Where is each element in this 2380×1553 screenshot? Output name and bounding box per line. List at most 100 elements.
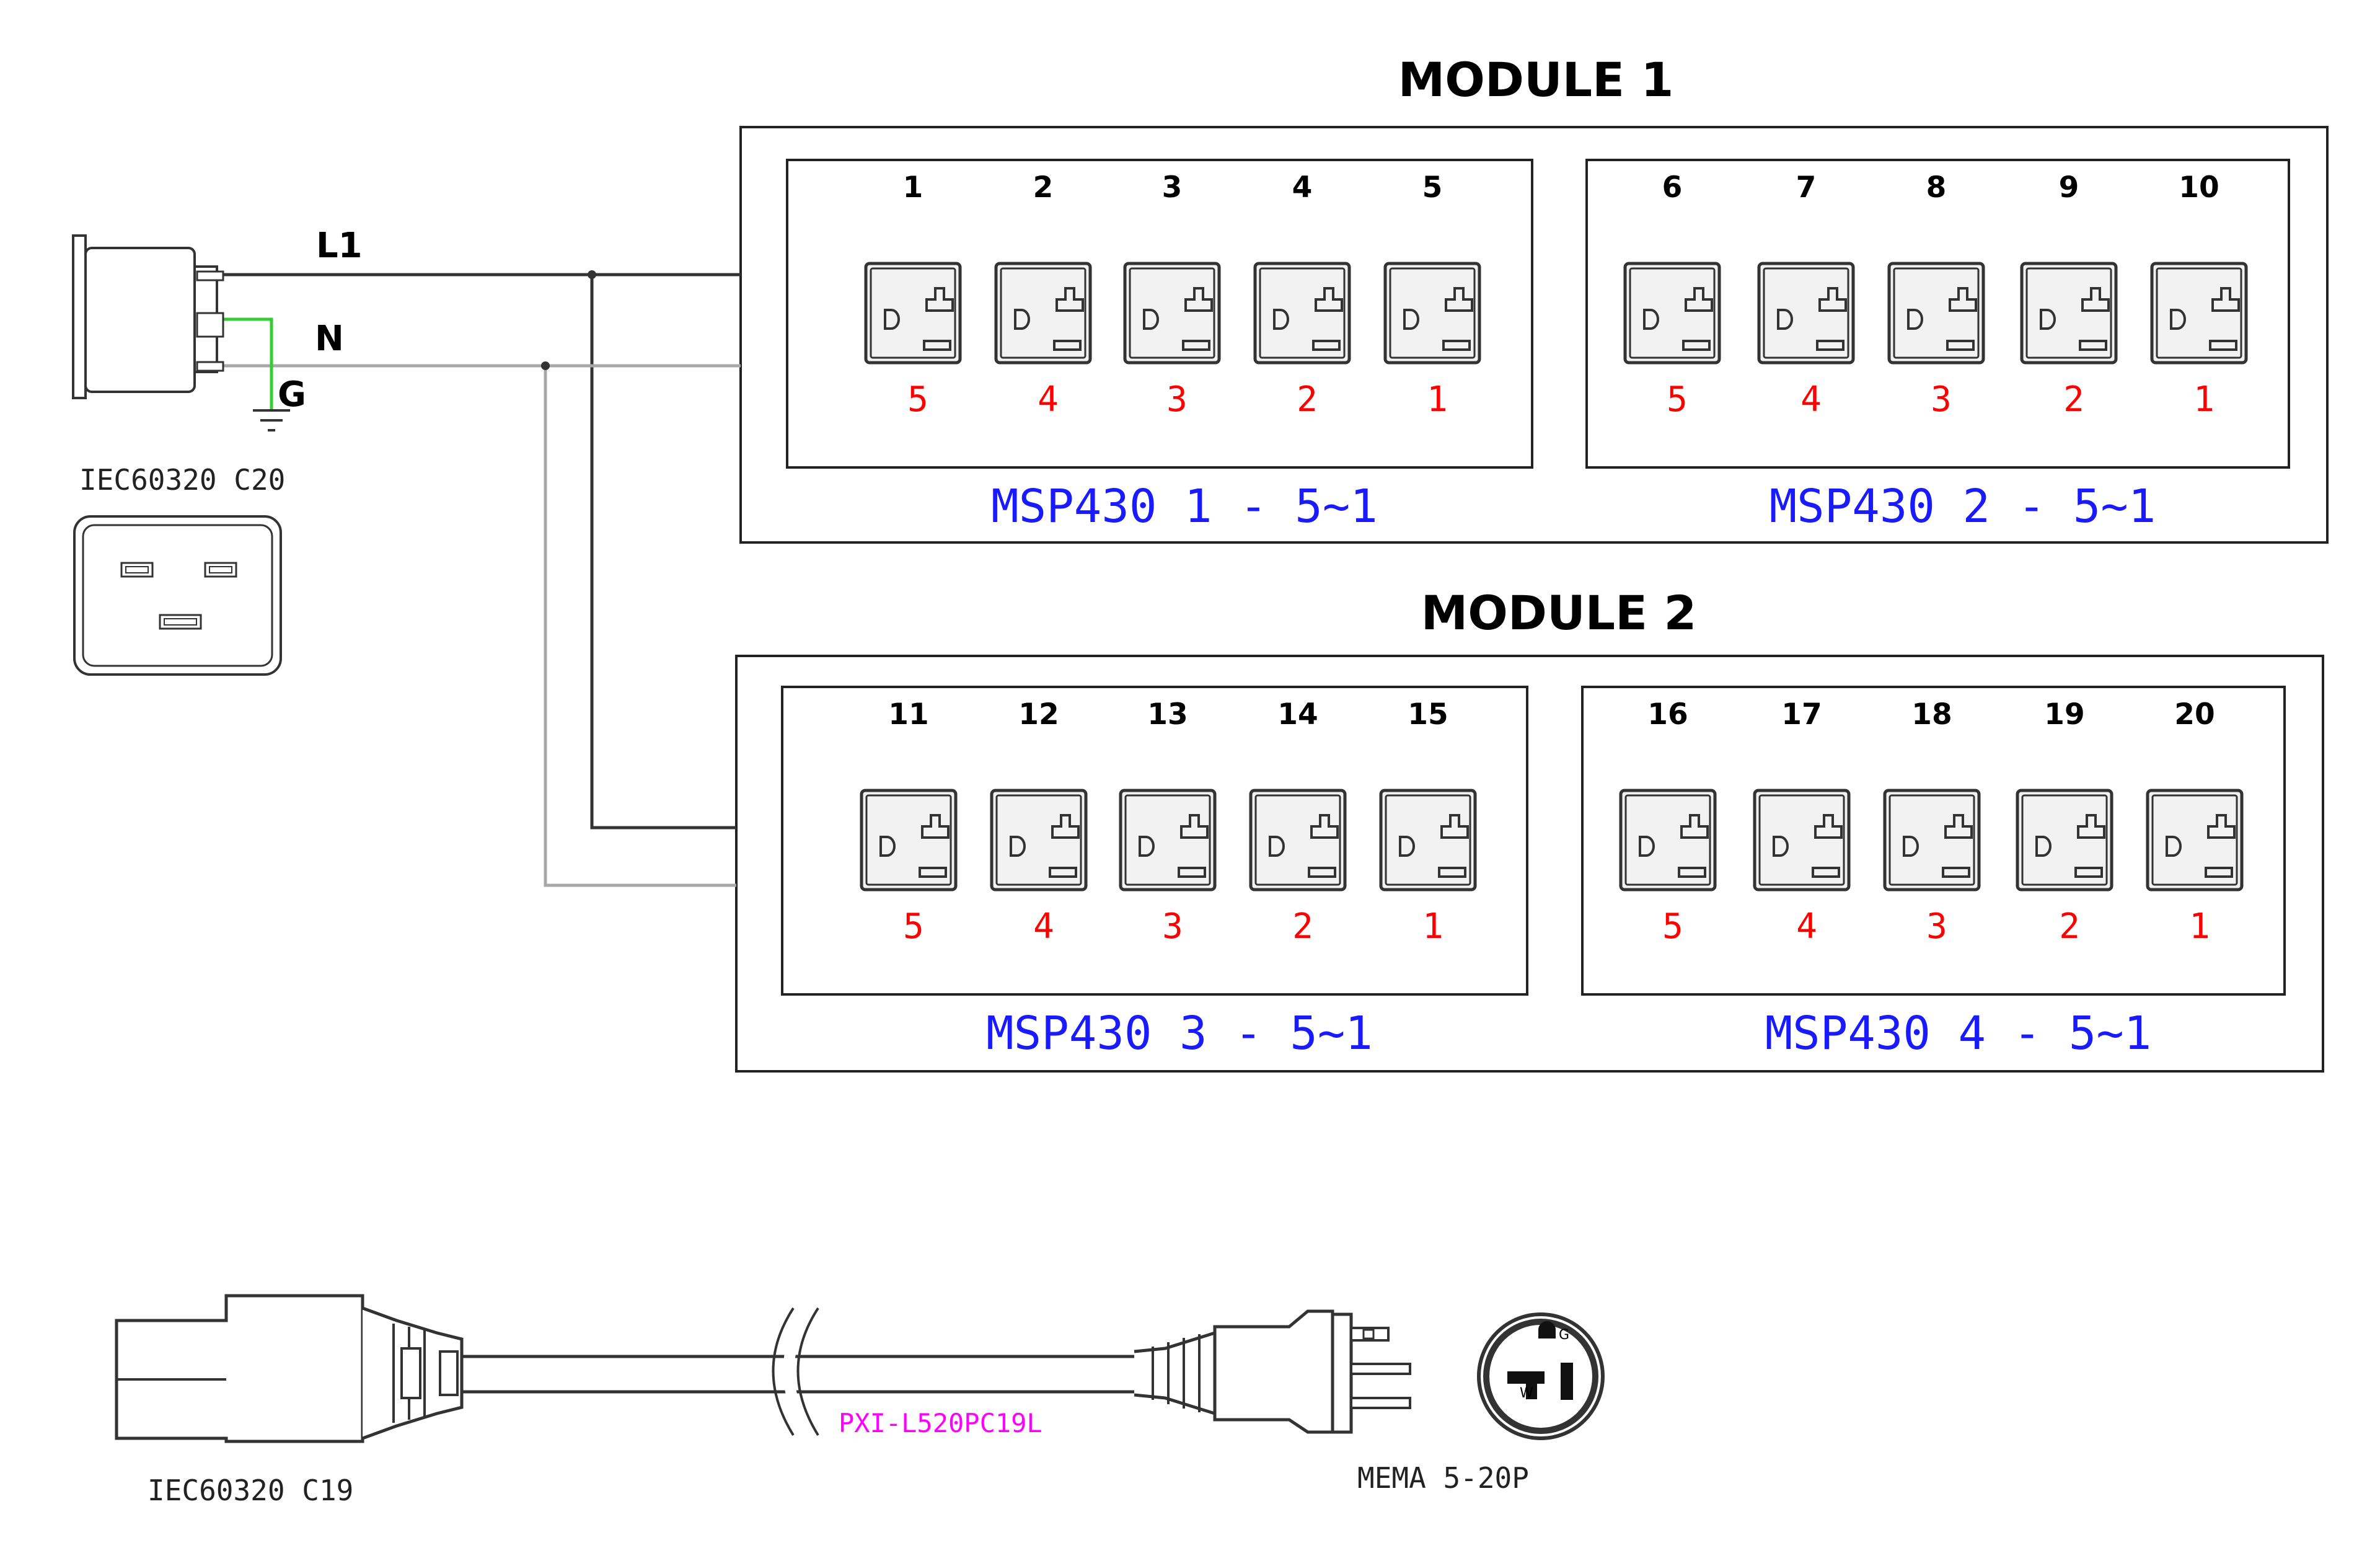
line-junction-dot — [588, 270, 596, 279]
power-wiring: L1 N G — [223, 226, 741, 887]
nema-5-20r-icon — [1619, 789, 1717, 892]
outlet-4: 42 — [1253, 170, 1351, 420]
outlet-5: 51 — [1383, 170, 1481, 420]
outlet-number: 20 — [2174, 697, 2215, 732]
nema-5-20r-icon — [994, 262, 1092, 365]
power-cord-drawing — [115, 1294, 1605, 1443]
inlet-label: IEC60320 C20 — [79, 463, 285, 497]
outlet-group-frame — [1581, 686, 2286, 996]
module-2-frame — [735, 655, 2324, 1073]
outlet-12: 124 — [990, 697, 1088, 947]
outlet-number: 15 — [1408, 697, 1448, 732]
outlet-3: 33 — [1123, 170, 1221, 420]
outlet-position-number: 5 — [1667, 379, 1688, 420]
outlet-10: 101 — [2150, 170, 2248, 420]
wire-label-n: N — [315, 319, 344, 359]
outlet-position-number: 3 — [1931, 379, 1952, 420]
nema-5-20r-icon — [1123, 262, 1221, 365]
outlet-position-number: 1 — [2189, 906, 2210, 947]
outlet-18: 18 3 — [1883, 697, 1981, 947]
ground-wire-g — [223, 317, 273, 409]
outlet-number: 7 — [1796, 170, 1817, 205]
outlet-number: 13 — [1147, 697, 1188, 732]
outlet-position-number: 5 — [1662, 906, 1683, 947]
nema-5-20r-icon — [1753, 789, 1851, 892]
outlet-group-label: MSP430 1 - 5~1 — [991, 480, 1378, 533]
module-2-title: MODULE 2 — [1421, 585, 1697, 640]
module-1-frame — [739, 126, 2329, 544]
outlet-position-number: 3 — [1926, 906, 1947, 947]
outlet-number: 18 — [1911, 697, 1952, 732]
outlet-position-number: 2 — [1297, 379, 1318, 420]
cord-left-connector-label: IEC60320 C19 — [148, 1474, 353, 1507]
outlet-number: 1 — [903, 170, 923, 205]
nema-5-20r-icon — [1119, 789, 1217, 892]
nema-5-20r-icon — [1383, 262, 1481, 365]
nema-5-20r-icon — [1623, 262, 1721, 365]
outlet-position-number: 1 — [1427, 379, 1448, 420]
outlet-number: 9 — [2059, 170, 2079, 205]
outlet-11: 11 5 — [860, 697, 958, 947]
outlet-19: 192 — [2016, 697, 2113, 947]
module-1-title: MODULE 1 — [1398, 52, 1674, 107]
outlet-15: 15 1 — [1379, 697, 1477, 947]
outlet-position-number: 1 — [2193, 379, 2215, 420]
neutral-junction-dot — [541, 361, 550, 370]
outlet-9: 92 — [2020, 170, 2118, 420]
nema-5-20r-icon — [2016, 789, 2113, 892]
nema-5-20r-icon — [1379, 789, 1477, 892]
outlet-16: 16 5 — [1619, 697, 1717, 947]
outlet-position-number: 5 — [907, 379, 928, 420]
outlet-number: 17 — [1781, 697, 1822, 732]
outlet-number: 16 — [1647, 697, 1688, 732]
inlet-side-view — [72, 234, 224, 399]
outlet-2: 24 — [994, 170, 1092, 420]
line-wire-l1-branch — [590, 275, 736, 830]
nema-5-20r-icon — [990, 789, 1088, 892]
outlet-number: 14 — [1277, 697, 1318, 732]
outlet-position-number: 5 — [903, 906, 924, 947]
outlet-17: 174 — [1753, 697, 1851, 947]
outlet-1: 15 — [864, 170, 962, 420]
outlet-number: 11 — [888, 697, 928, 732]
nema-5-20r-icon — [860, 789, 958, 892]
outlet-position-number: 2 — [2063, 379, 2084, 420]
neutral-wire-n-branch — [544, 366, 736, 887]
outlet-position-number: 3 — [1162, 906, 1183, 947]
outlet-position-number: 4 — [1800, 379, 1822, 420]
outlet-position-number: 3 — [1166, 379, 1188, 420]
outlet-position-number: 1 — [1422, 906, 1443, 947]
outlet-number: 8 — [1926, 170, 1947, 205]
nema-5-20r-icon — [2146, 789, 2244, 892]
outlet-group-label: MSP430 3 - 5~1 — [986, 1007, 1373, 1060]
c19-connector — [115, 1294, 364, 1443]
wire-label-l1: L1 — [316, 226, 363, 266]
plug-face-neutral-mark: W — [1520, 1386, 1533, 1401]
outlet-group-frame — [781, 686, 1528, 996]
outlet-position-number: 4 — [1033, 906, 1054, 947]
plug-face-ground-mark: G — [1559, 1327, 1569, 1343]
outlet-group-label: MSP430 4 - 5~1 — [1765, 1007, 2152, 1060]
nema-5-20r-icon — [2020, 262, 2118, 365]
outlet-group-label: MSP430 2 - 5~1 — [1770, 480, 2156, 533]
outlet-number: 3 — [1162, 170, 1183, 205]
outlet-group-frame — [1585, 159, 2290, 469]
outlet-position-number: 4 — [1038, 379, 1059, 420]
cord-part-number: PXI-L520PC19L — [839, 1408, 1042, 1438]
nema-5-20r-icon — [1757, 262, 1855, 365]
cord-right-connector-label: MEMA 5-20P — [1357, 1461, 1529, 1495]
outlet-6: 65 — [1623, 170, 1721, 420]
outlet-group-frame — [786, 159, 1533, 469]
nema-5-20r-icon — [2150, 262, 2248, 365]
outlet-number: 6 — [1662, 170, 1683, 205]
outlet-number: 19 — [2044, 697, 2084, 732]
outlet-7: 74 — [1757, 170, 1855, 420]
nema-5-20r-icon — [1253, 262, 1351, 365]
nema-5-20r-icon — [1883, 789, 1981, 892]
outlet-number: 5 — [1422, 170, 1443, 205]
